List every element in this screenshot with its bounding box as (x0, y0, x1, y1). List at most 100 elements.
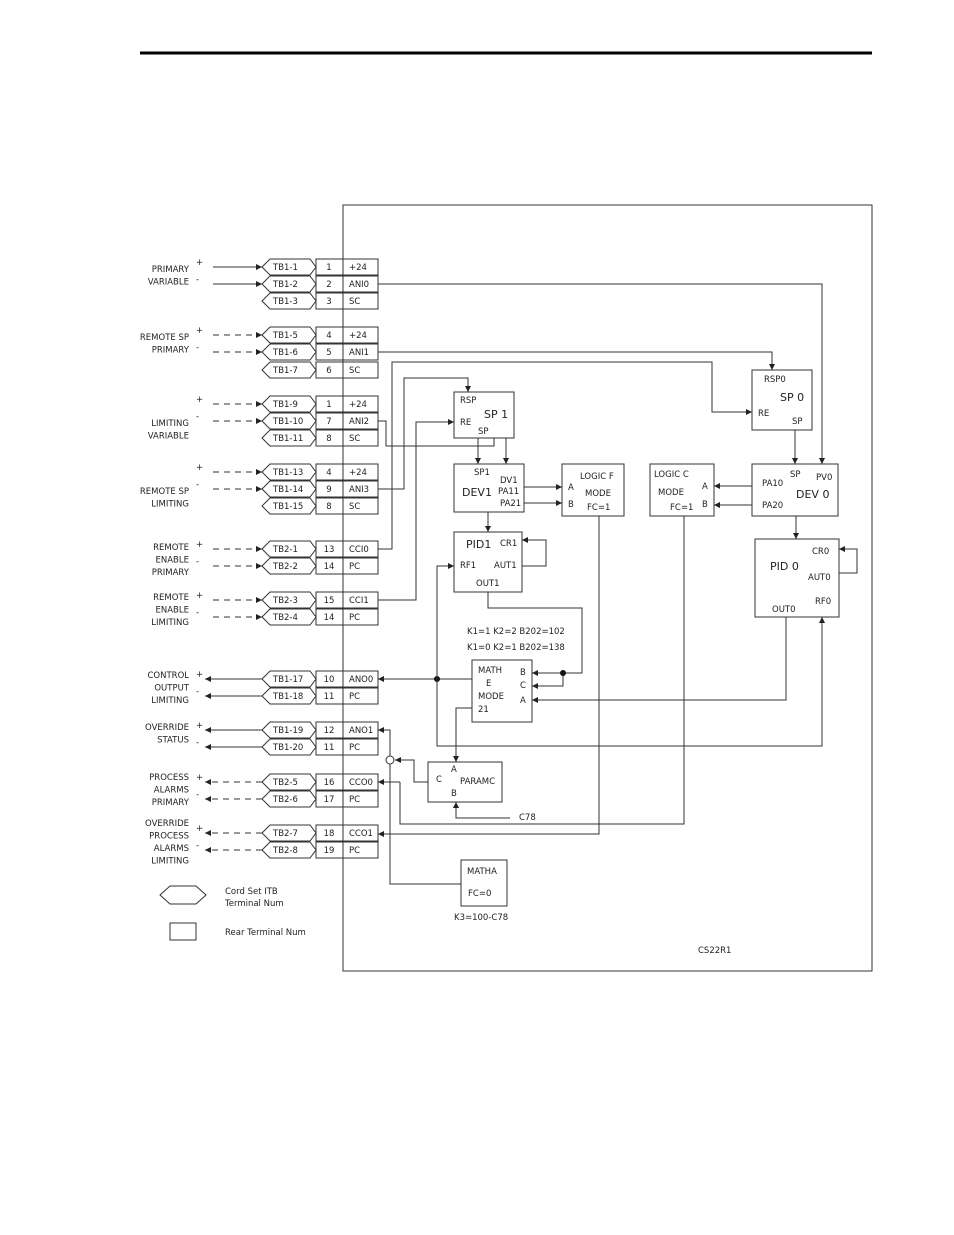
controller-frame (342, 204, 873, 972)
svg-text:A: A (520, 696, 526, 706)
terminal-signal: PC (349, 562, 360, 572)
terminal-num: 19 (324, 846, 335, 856)
terminal-signal: ANI1 (349, 348, 369, 358)
svg-text:MODE: MODE (585, 489, 611, 499)
svg-text:MATH: MATH (478, 666, 502, 676)
terminal-tb: TB1-2 (272, 280, 298, 290)
svg-text:B: B (702, 500, 708, 510)
terminal-num: 8 (326, 502, 331, 512)
plus-sign: + (196, 326, 203, 336)
svg-text:Rear Terminal Num: Rear Terminal Num (225, 928, 306, 938)
signal-box (342, 326, 379, 344)
terminal-tb: TB1-13 (272, 468, 303, 478)
signal-label-line: CONTROL (147, 671, 189, 681)
constants-line-1: K1=1 K2=2 B202=102 (467, 627, 565, 637)
svg-text:21: 21 (478, 705, 489, 715)
terminal-num: 14 (324, 613, 335, 623)
svg-text:PA21: PA21 (500, 499, 521, 509)
signal-label-line: PRIMARY (152, 798, 190, 808)
svg-text:PA11: PA11 (498, 487, 519, 497)
terminal-tb: TB1-11 (272, 434, 303, 444)
sp1-block: RSP SP 1 RE SP (453, 391, 515, 439)
signal-box (342, 557, 379, 575)
math-e-block: MATH E MODE 21 B C A (471, 659, 533, 723)
signal-box (342, 292, 379, 310)
terminal-signal: SC (349, 297, 360, 307)
terminal-signal: +24 (349, 263, 367, 273)
terminal-num: 14 (324, 562, 335, 572)
dev1-block: SP1 DEV1 DV1 PA11 PA21 (453, 463, 525, 513)
svg-text:LOGIC C: LOGIC C (654, 470, 689, 480)
wiring (378, 283, 858, 885)
terminal-signal: PC (349, 743, 360, 753)
terminal-signal: CCO1 (349, 829, 373, 839)
signal-label-line: PRIMARY (152, 265, 190, 275)
plus-sign: + (196, 670, 203, 680)
terminal-signal: CCO0 (349, 778, 373, 788)
signal-label-line: PROCESS (149, 832, 189, 842)
signal-box (342, 497, 379, 515)
svg-text:PV0: PV0 (816, 473, 832, 483)
minus-sign: - (196, 790, 199, 800)
svg-text:RE: RE (460, 418, 471, 428)
svg-text:AUT1: AUT1 (494, 561, 517, 571)
svg-text:B: B (568, 500, 574, 510)
terminal-num: 1 (326, 400, 331, 410)
legend-rect-icon (169, 922, 197, 941)
terminal-num: 9 (326, 485, 331, 495)
signal-box (342, 841, 379, 859)
svg-text:Cord Set ITB: Cord Set ITB (225, 887, 278, 897)
svg-text:B: B (451, 789, 457, 799)
legend: Cord Set ITB Terminal Num Rear Terminal … (159, 885, 306, 941)
terminal-signal: +24 (349, 400, 367, 410)
signal-box (342, 738, 379, 756)
drawing-id: CS22R1 (698, 946, 731, 956)
terminal-num: 16 (324, 778, 335, 788)
terminal-tb: TB1-1 (272, 263, 298, 273)
svg-text:OUT1: OUT1 (476, 579, 500, 589)
signal-label-line: ENABLE (156, 556, 189, 566)
signal-label-line: REMOTE SP (140, 487, 189, 497)
signal-label-line: ALARMS (154, 844, 189, 854)
terminal-tb: TB1-19 (272, 726, 303, 736)
signal-label-line: REMOTE SP (140, 333, 189, 343)
terminal-signal: SC (349, 502, 360, 512)
svg-text:FC=1: FC=1 (670, 503, 693, 513)
svg-text:OUT0: OUT0 (772, 605, 796, 615)
terminal-signal: PC (349, 795, 360, 805)
svg-text:DEV1: DEV1 (462, 486, 492, 499)
terminal-signal: SC (349, 366, 360, 376)
signal-box (342, 429, 379, 447)
signal-label-line: LIMITING (151, 500, 189, 510)
sp0-block: RSP0 SP 0 RE SP (751, 369, 813, 431)
signal-label-line: PRIMARY (152, 346, 190, 356)
terminal-num: 1 (326, 263, 331, 273)
signal-label-line: LIMITING (151, 857, 189, 867)
terminal-signal: PC (349, 846, 360, 856)
svg-text:FC=0: FC=0 (468, 889, 491, 899)
minus-sign: - (196, 343, 199, 353)
terminal-tb: TB1-17 (272, 675, 303, 685)
terminal-tb: TB2-7 (272, 829, 298, 839)
terminal-tb: TB1-14 (272, 485, 303, 495)
svg-text:C: C (436, 775, 442, 785)
terminal-tb: TB1-18 (272, 692, 303, 702)
minus-sign: - (196, 687, 199, 697)
k3-label: K3=100-C78 (454, 913, 508, 923)
terminal-signal: PC (349, 692, 360, 702)
signal-label-line: LIMITING (151, 618, 189, 628)
minus-sign: - (196, 412, 199, 422)
